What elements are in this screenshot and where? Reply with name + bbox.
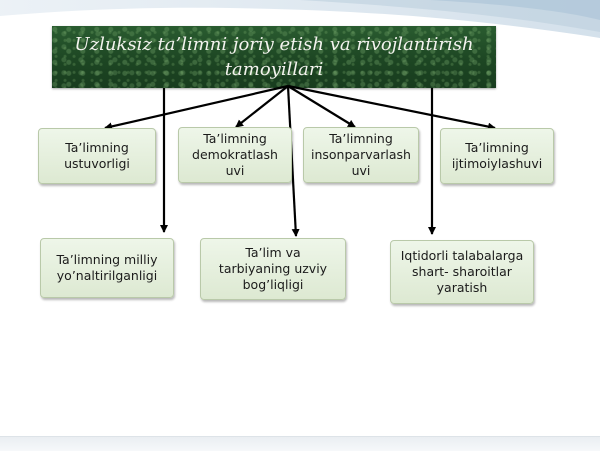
- arrow-to-box-1: [104, 84, 289, 131]
- node-milliy-yonaltirilganligi: Ta’limning milliy yo’naltirilganligi: [40, 238, 174, 298]
- title-line-1: Uzluksiz ta’limni joriy etish va rivojla…: [74, 34, 474, 55]
- diagram-title: Uzluksiz ta’limni joriy etish va rivojla…: [52, 26, 496, 88]
- arrow-to-box-2: [235, 85, 289, 128]
- arrow-to-box-4: [287, 84, 496, 131]
- node-label: Ta’lim va tarbiyaning uzviy bog’liqligi: [218, 245, 328, 292]
- node-label: Ta’limning ustuvorligi: [64, 140, 130, 171]
- node-label: Ta’limning milliy yo’naltirilganligi: [56, 252, 158, 283]
- title-line-2: tamoyillari: [224, 59, 324, 80]
- node-label: Ta’limning ijtimoiylashuvi: [451, 140, 543, 171]
- node-iqtidorli-talabalar: Iqtidorli talabalarga shart- sharoitlar …: [390, 240, 534, 304]
- node-uzviy-bogliqligi: Ta’lim va tarbiyaning uzviy bog’liqligi: [200, 238, 346, 300]
- node-label: Iqtidorli talabalarga shart- sharoitlar …: [400, 248, 524, 295]
- node-ustuvorligi: Ta’limning ustuvorligi: [38, 128, 156, 184]
- arrow-to-box-6: [286, 85, 300, 237]
- arrow-to-box-3: [287, 85, 356, 128]
- node-insonparvarlashuvi: Ta’limning insonparvarlash uvi: [303, 127, 419, 183]
- node-label: Ta’limning demokratlash uvi: [192, 131, 278, 178]
- node-ijtimoiylashuvi: Ta’limning ijtimoiylashuvi: [440, 128, 554, 184]
- node-label: Ta’limning insonparvarlash uvi: [311, 131, 411, 178]
- slide-footer: [0, 436, 600, 451]
- node-demokratlashuvi: Ta’limning demokratlash uvi: [178, 127, 292, 183]
